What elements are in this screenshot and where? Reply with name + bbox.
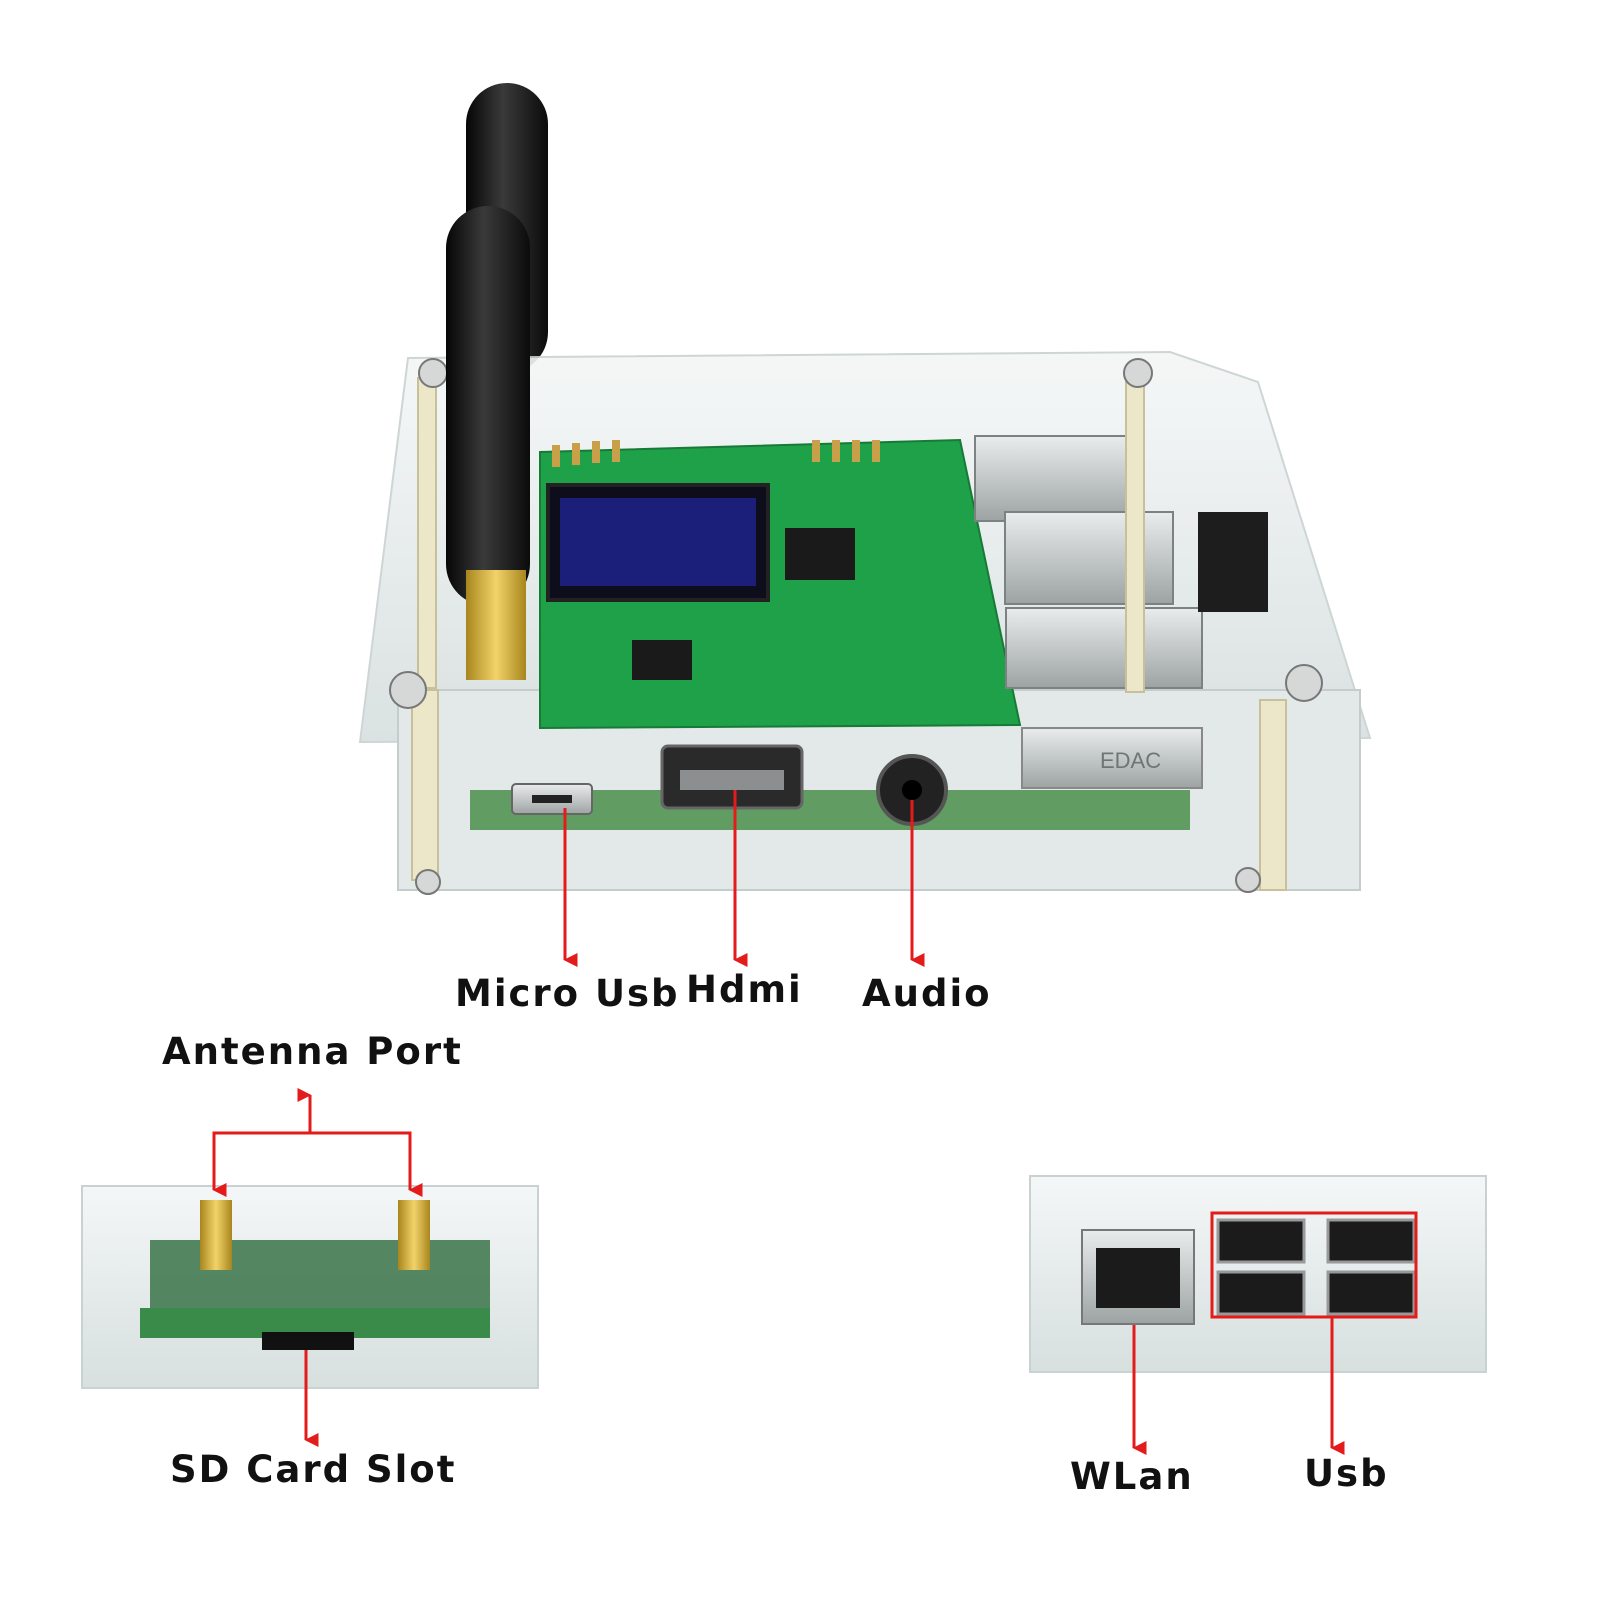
antenna-port-label: Antenna Port bbox=[162, 1030, 463, 1073]
sd-card-slot bbox=[262, 1332, 354, 1350]
screws bbox=[389, 358, 1323, 895]
oled-screen bbox=[560, 498, 756, 586]
header-pins bbox=[552, 440, 880, 467]
wlan-label: WLan bbox=[1070, 1455, 1194, 1498]
antenna-arrows bbox=[212, 1088, 423, 1447]
usb-port bbox=[1216, 1218, 1306, 1264]
ethernet-jack bbox=[1021, 727, 1203, 789]
side-view-ports bbox=[1029, 1175, 1487, 1373]
micro-usb-label: Micro Usb bbox=[455, 972, 680, 1015]
usb-port bbox=[1216, 1270, 1306, 1316]
usb-label: Usb bbox=[1304, 1452, 1389, 1495]
sd-card-slot-label: SD Card Slot bbox=[170, 1448, 457, 1491]
standoffs bbox=[411, 377, 1287, 891]
chip bbox=[632, 640, 692, 680]
usb-highlight-box bbox=[1210, 1211, 1418, 1319]
main-arrows bbox=[563, 790, 925, 967]
front-antenna bbox=[446, 206, 530, 606]
audio-label: Audio bbox=[862, 972, 992, 1015]
main-device: EDAC bbox=[358, 83, 1372, 895]
front-antenna-connector bbox=[466, 570, 526, 680]
side-view-antenna bbox=[81, 1185, 539, 1389]
gpio-header bbox=[1198, 512, 1268, 612]
usb-port bbox=[1326, 1270, 1416, 1316]
ports-arrows bbox=[1132, 1318, 1345, 1455]
hdmi-label: Hdmi bbox=[686, 968, 803, 1011]
chip bbox=[785, 528, 855, 580]
usb-port bbox=[1326, 1218, 1416, 1264]
antenna-connector-left bbox=[200, 1200, 232, 1270]
antenna-connector-right bbox=[398, 1200, 430, 1270]
ethernet-jack-label: EDAC bbox=[1100, 748, 1161, 773]
